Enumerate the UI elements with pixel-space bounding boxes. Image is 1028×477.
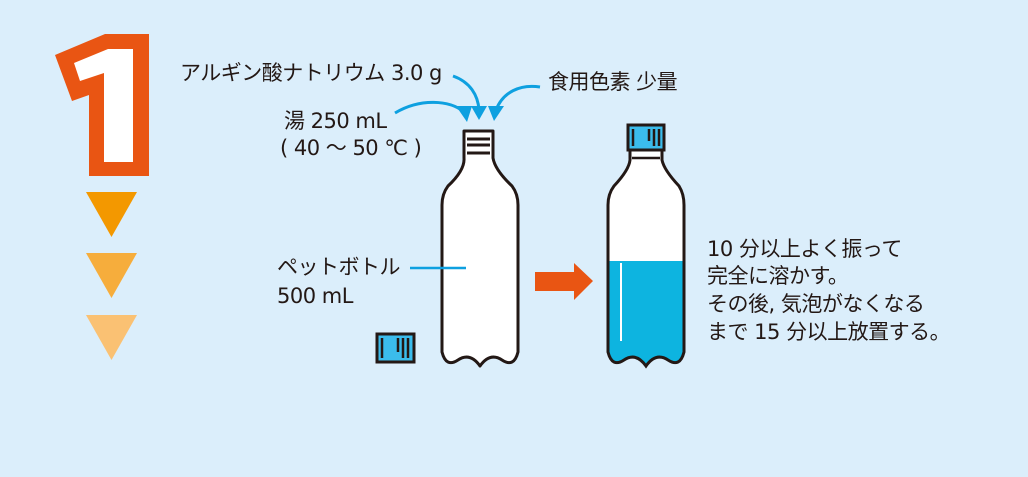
arrowheads — [456, 106, 504, 122]
pet-bottle-label: ペットボトル — [277, 255, 401, 279]
instruction-line-3: その後, 気泡がなくなる — [707, 292, 925, 316]
instruction-line-1: 10 分以上よく振って — [707, 237, 902, 261]
food-coloring-label: 食用色素 少量 — [548, 70, 678, 94]
step-number-one — [55, 34, 149, 176]
empty-bottle — [440, 129, 520, 368]
hot-water-label: 湯 250 mL — [284, 109, 387, 133]
down-triangle-1 — [86, 192, 137, 237]
bottle-cap — [375, 332, 416, 364]
down-triangle-2 — [86, 253, 137, 298]
filled-bottle — [606, 123, 686, 369]
hot-water-temp-label: ( 40 ～ 50 ℃ ) — [280, 136, 422, 160]
pet-bottle-volume-label: 500 mL — [277, 284, 353, 308]
instruction-line-4: まで 15 分以上放置する。 — [707, 320, 951, 344]
instruction-line-2: 完全に溶かす。 — [707, 264, 849, 288]
sodium-alginate-label: アルギン酸ナトリウム 3.0 g — [180, 61, 442, 85]
down-triangle-3 — [86, 315, 137, 360]
next-arrow — [535, 263, 593, 300]
